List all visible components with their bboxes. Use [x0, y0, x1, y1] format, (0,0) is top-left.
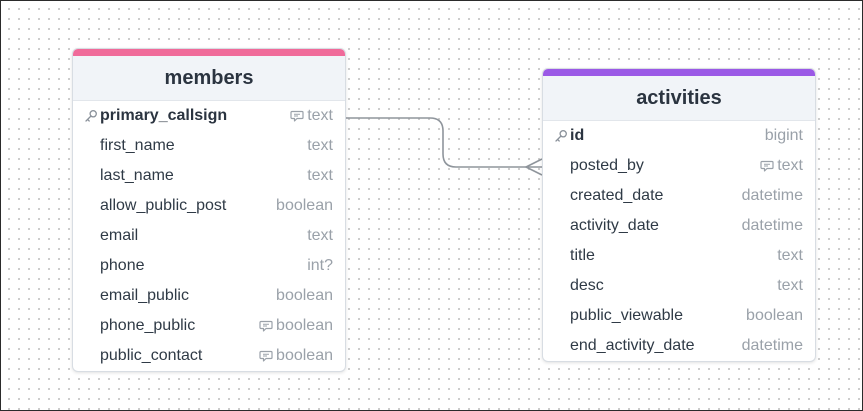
- column-type: text: [777, 271, 803, 301]
- column-type: boolean: [276, 281, 333, 311]
- column-name: first_name: [100, 137, 175, 154]
- column-name: email: [100, 227, 139, 244]
- column-name: phone: [100, 257, 145, 274]
- column-type: text: [307, 221, 333, 251]
- column-type-label: text: [777, 247, 803, 264]
- column-type: text: [307, 131, 333, 161]
- column-row-phone-public[interactable]: phone_public boolean: [73, 311, 345, 341]
- column-type: boolean: [746, 301, 803, 331]
- column-row-activity-date[interactable]: activity_date datetime: [543, 211, 815, 241]
- table-accent-bar: [73, 49, 345, 56]
- column-row-email[interactable]: email text: [73, 221, 345, 251]
- column-name: desc: [570, 277, 604, 294]
- column-row-allow-public-post[interactable]: allow_public_post boolean: [73, 191, 345, 221]
- table-title: activities: [543, 76, 815, 121]
- column-row-primary-callsign[interactable]: primary_callsign text: [73, 101, 345, 131]
- column-type: boolean: [259, 341, 333, 371]
- column-type-label: boolean: [276, 347, 333, 364]
- relationship-line: [343, 117, 542, 168]
- column-type-label: int?: [307, 257, 333, 274]
- crows-foot-marker: [524, 158, 543, 176]
- column-name: public_viewable: [570, 307, 683, 324]
- column-type-label: datetime: [741, 187, 803, 204]
- column-type-label: text: [307, 107, 333, 124]
- column-type-label: bigint: [764, 127, 803, 144]
- column-row-public-contact[interactable]: public_contact boolean: [73, 341, 345, 371]
- column-row-id[interactable]: id bigint: [543, 121, 815, 151]
- column-type: text: [777, 241, 803, 271]
- column-type-label: boolean: [276, 287, 333, 304]
- column-name: phone_public: [100, 317, 196, 334]
- key-icon: [553, 121, 569, 151]
- column-type-label: boolean: [746, 307, 803, 324]
- column-type-label: datetime: [741, 337, 803, 354]
- column-type: datetime: [742, 181, 803, 211]
- column-type: int?: [307, 251, 333, 281]
- comment-icon: [760, 160, 774, 172]
- column-type: text: [760, 151, 803, 181]
- column-type: boolean: [259, 311, 333, 341]
- column-name: id: [570, 127, 585, 144]
- column-name: title: [570, 247, 595, 264]
- table-accent-bar: [543, 69, 815, 76]
- column-type: datetime: [742, 211, 803, 241]
- column-row-last-name[interactable]: last_name text: [73, 161, 345, 191]
- column-name: email_public: [100, 287, 189, 304]
- column-type-label: text: [307, 167, 333, 184]
- column-type-label: text: [307, 227, 333, 244]
- comment-icon: [290, 110, 304, 122]
- column-type: boolean: [276, 191, 333, 221]
- comment-icon: [259, 320, 273, 332]
- column-row-first-name[interactable]: first_name text: [73, 131, 345, 161]
- column-name: end_activity_date: [570, 337, 695, 354]
- column-type-label: text: [777, 157, 803, 174]
- column-row-public-viewable[interactable]: public_viewable boolean: [543, 301, 815, 331]
- key-icon: [83, 101, 99, 131]
- column-name: activity_date: [570, 217, 659, 234]
- column-type-label: text: [307, 137, 333, 154]
- column-row-desc[interactable]: desc text: [543, 271, 815, 301]
- column-name: last_name: [100, 167, 174, 184]
- column-row-phone[interactable]: phone int?: [73, 251, 345, 281]
- comment-icon: [259, 350, 273, 362]
- column-name: primary_callsign: [100, 107, 228, 124]
- column-row-title[interactable]: title text: [543, 241, 815, 271]
- column-row-email-public[interactable]: email_public boolean: [73, 281, 345, 311]
- column-type-label: text: [777, 277, 803, 294]
- column-type: bigint: [765, 121, 803, 151]
- column-row-end-activity-date[interactable]: end_activity_date datetime: [543, 331, 815, 361]
- column-type: text: [290, 101, 333, 131]
- column-type-label: boolean: [276, 317, 333, 334]
- column-name: allow_public_post: [100, 197, 227, 214]
- column-row-posted-by[interactable]: posted_by text: [543, 151, 815, 181]
- column-row-created-date[interactable]: created_date datetime: [543, 181, 815, 211]
- column-type-label: datetime: [741, 217, 803, 234]
- column-name: public_contact: [100, 347, 203, 364]
- column-name: posted_by: [570, 157, 644, 174]
- column-type-label: boolean: [276, 197, 333, 214]
- column-type: datetime: [742, 331, 803, 361]
- table-title: members: [73, 56, 345, 101]
- column-type: text: [307, 161, 333, 191]
- column-name: created_date: [570, 187, 664, 204]
